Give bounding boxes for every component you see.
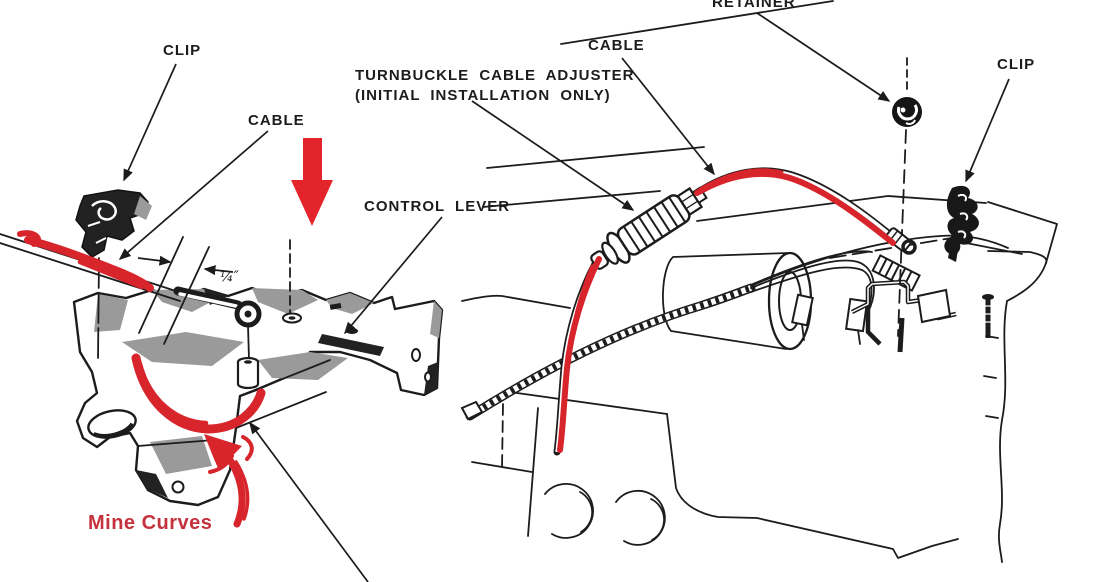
red-marker-fills xyxy=(204,434,242,470)
label-turnbuckle-line1: TURNBUCKLE CABLE ADJUSTER xyxy=(355,67,634,84)
text-labels: CLIP CABLE TURNBUCKLE CABLE ADJUSTER (IN… xyxy=(88,0,1035,534)
firewall-bracket-cluster xyxy=(850,254,994,353)
leader-control-lever xyxy=(344,216,443,335)
label-cable-right: CABLE xyxy=(588,37,645,54)
floor-hole-circles xyxy=(544,483,666,546)
retainer-grommet-drawing xyxy=(892,97,922,127)
wire-clip xyxy=(791,293,814,327)
annotation-mine-curves: Mine Curves xyxy=(88,512,212,534)
leader-retainer xyxy=(756,12,891,102)
gap-arrow-right xyxy=(203,265,234,276)
turnbuckle-drawing xyxy=(590,186,708,270)
speedometer-cable-drawing xyxy=(460,283,756,421)
wiring-harness-drawing xyxy=(750,234,1009,345)
label-quarter-inch: ¼″ xyxy=(220,269,240,285)
label-retainer: RETAINER xyxy=(712,0,796,11)
left-assembly-drawing xyxy=(0,233,444,507)
leader-turnbuckle xyxy=(471,100,635,211)
clip-left-drawing xyxy=(75,189,152,258)
heater-box-drawing xyxy=(471,391,959,559)
label-control-lever: CONTROL LEVER xyxy=(364,198,510,215)
leader-cable-left xyxy=(118,130,269,260)
leader-clip-right xyxy=(965,78,1010,183)
blower-tube-drawing xyxy=(662,251,813,351)
leader-cable-right xyxy=(621,57,715,176)
red-marker-highlights xyxy=(17,168,896,528)
label-turnbuckle-line2: (INITIAL INSTALLATION ONLY) xyxy=(355,87,611,104)
scribble-arrowhead xyxy=(204,434,242,470)
gap-arrow-left xyxy=(137,255,172,266)
red-down-arrow xyxy=(291,138,333,226)
leader-bottom-cutoff xyxy=(249,421,369,582)
firewall-panel-lines xyxy=(461,0,1058,563)
label-clip-right: CLIP xyxy=(997,56,1035,73)
leader-lines xyxy=(118,12,1010,582)
bracket-shading xyxy=(94,288,442,474)
label-cable-left: CABLE xyxy=(248,112,305,129)
leader-clip-left xyxy=(123,63,177,182)
bracket-boss xyxy=(87,409,137,439)
label-clip-left: CLIP xyxy=(163,42,201,59)
clip-right-drawing xyxy=(944,185,979,262)
